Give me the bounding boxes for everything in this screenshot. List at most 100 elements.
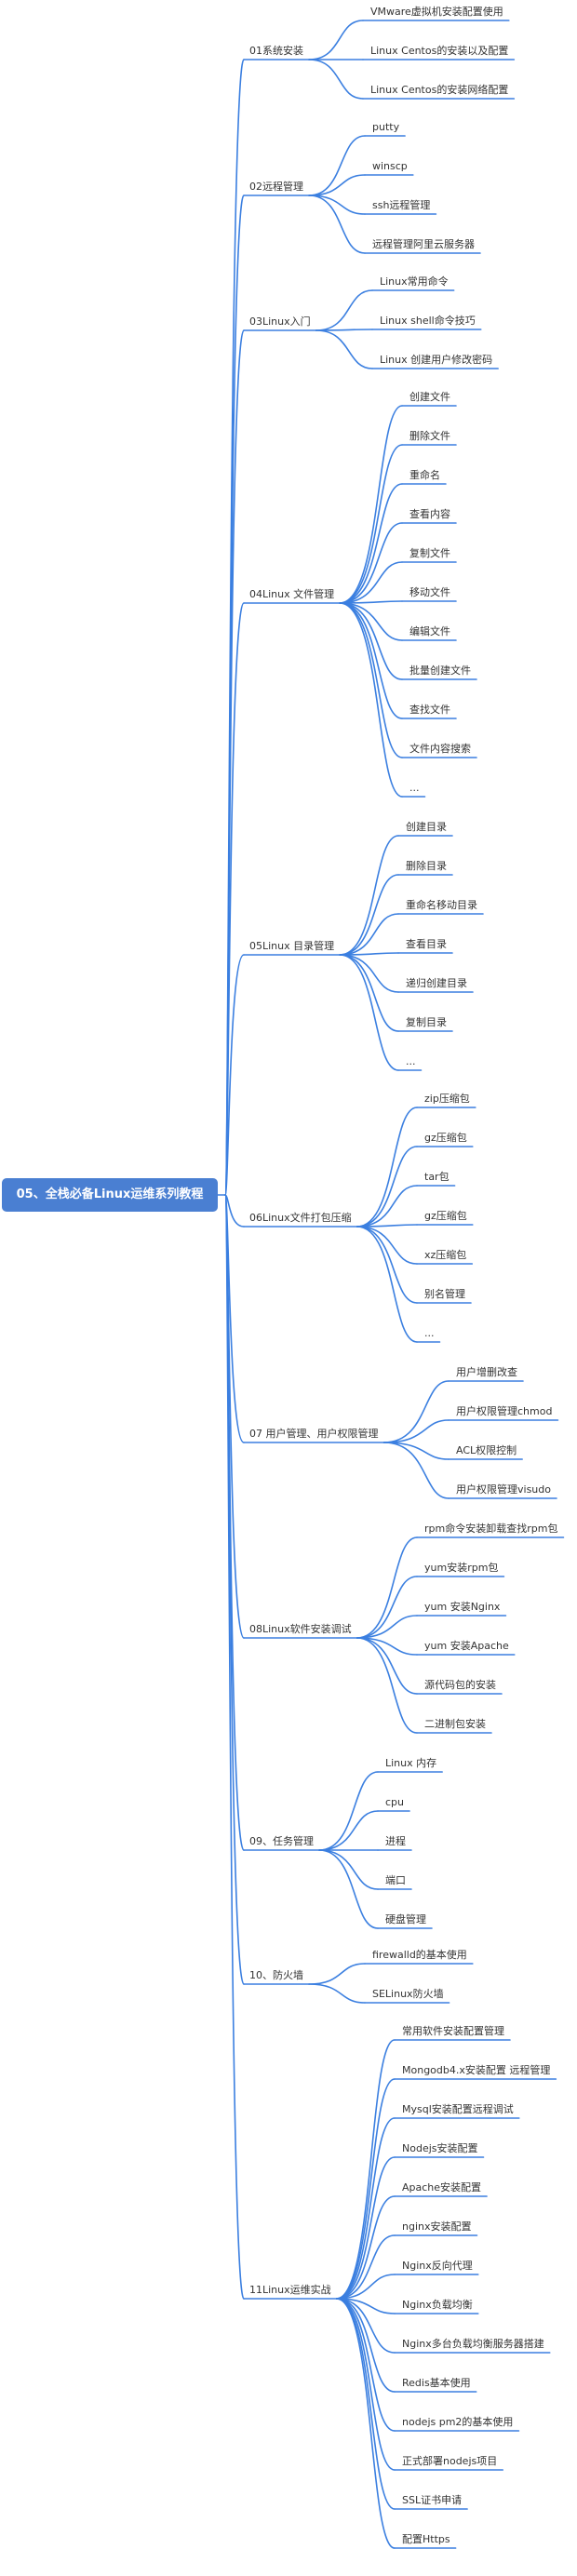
- child-label-8-6[interactable]: 二进制包安装: [424, 1718, 486, 1730]
- branch-label-10[interactable]: 10、防火墙: [249, 1969, 303, 1981]
- child-label-5-6[interactable]: 复制目录: [406, 1016, 447, 1028]
- child-connector-4-11: [339, 602, 403, 798]
- child-label-9-1[interactable]: Linux 内存: [385, 1757, 437, 1769]
- child-label-11-1[interactable]: 常用软件安装配置管理: [402, 2025, 504, 2037]
- child-label-2-1[interactable]: putty: [372, 121, 400, 133]
- child-label-3-1[interactable]: Linux常用命令: [380, 275, 449, 288]
- child-label-6-2[interactable]: gz压缩包: [424, 1132, 467, 1144]
- child-label-6-7[interactable]: ...: [424, 1327, 435, 1339]
- branch-label-5[interactable]: 05Linux 目录管理: [249, 940, 335, 952]
- child-connector-2-4: [308, 195, 366, 254]
- branch-label-3[interactable]: 03Linux入门: [249, 315, 311, 328]
- child-label-11-4[interactable]: Nodejs安装配置: [402, 2142, 478, 2154]
- child-label-4-3[interactable]: 重命名: [409, 469, 440, 481]
- child-label-6-3[interactable]: tar包: [424, 1171, 450, 1183]
- child-label-9-4[interactable]: 端口: [385, 1874, 406, 1886]
- child-connector-1-3: [308, 59, 364, 100]
- child-label-4-11[interactable]: ...: [409, 782, 420, 794]
- branch-label-8[interactable]: 08Linux软件安装调试: [249, 1623, 352, 1635]
- branch-label-1[interactable]: 01系统安装: [249, 45, 303, 57]
- child-label-3-3[interactable]: Linux 创建用户修改密码: [380, 354, 493, 366]
- child-label-11-2[interactable]: Mongodb4.x安装配置 远程管理: [402, 2064, 551, 2076]
- branch-label-7[interactable]: 07 用户管理、用户权限管理: [249, 1428, 379, 1440]
- child-connector-7-1: [382, 1380, 450, 1443]
- child-label-7-1[interactable]: 用户增删改查: [456, 1366, 517, 1378]
- child-label-1-1[interactable]: VMware虚拟机安装配置使用: [370, 6, 503, 18]
- child-label-8-2[interactable]: yum安装rpm包: [424, 1562, 499, 1574]
- child-label-5-4[interactable]: 查看目录: [406, 938, 447, 950]
- child-label-8-3[interactable]: yum 安装Nginx: [424, 1601, 501, 1613]
- child-connector-8-3: [356, 1615, 418, 1639]
- child-connector-6-1: [356, 1107, 418, 1228]
- child-label-3-2[interactable]: Linux shell命令技巧: [380, 315, 476, 327]
- child-label-4-2[interactable]: 删除文件: [409, 430, 450, 442]
- child-label-6-4[interactable]: gz压缩包: [424, 1210, 467, 1222]
- child-label-11-6[interactable]: nginx安装配置: [402, 2220, 472, 2233]
- child-label-11-7[interactable]: Nginx反向代理: [402, 2260, 473, 2272]
- child-label-4-4[interactable]: 查看内容: [409, 508, 450, 520]
- child-connector-11-2: [335, 2078, 396, 2300]
- branch-connector-10: [224, 1194, 245, 1985]
- branch-label-11[interactable]: 11Linux运维实战: [249, 2284, 331, 2296]
- child-label-11-14[interactable]: 配置Https: [402, 2533, 450, 2545]
- branch-label-9[interactable]: 09、任务管理: [249, 1835, 314, 1847]
- child-label-2-2[interactable]: winscp: [372, 160, 408, 172]
- child-label-7-4[interactable]: 用户权限管理visudo: [456, 1483, 551, 1496]
- child-label-7-2[interactable]: 用户权限管理chmod: [456, 1405, 553, 1417]
- root-node-box[interactable]: [2, 1178, 218, 1212]
- child-connector-11-11: [335, 2298, 396, 2432]
- child-label-8-1[interactable]: rpm命令安装卸载查找rpm包: [424, 1523, 558, 1535]
- child-label-6-1[interactable]: zip压缩包: [424, 1093, 470, 1105]
- child-label-9-2[interactable]: cpu: [385, 1796, 405, 1808]
- child-label-4-6[interactable]: 移动文件: [409, 586, 450, 598]
- child-connector-11-10: [335, 2298, 396, 2393]
- child-connector-6-6: [356, 1226, 418, 1304]
- child-label-11-5[interactable]: Apache安装配置: [402, 2181, 482, 2194]
- child-connector-8-5: [356, 1637, 418, 1695]
- child-label-11-3[interactable]: Mysql安装配置远程调试: [402, 2103, 514, 2115]
- child-connector-11-3: [335, 2117, 396, 2300]
- child-label-11-12[interactable]: 正式部署nodejs项目: [402, 2455, 498, 2467]
- branch-label-4[interactable]: 04Linux 文件管理: [249, 588, 335, 600]
- child-label-4-7[interactable]: 编辑文件: [409, 625, 450, 637]
- branch-label-6[interactable]: 06Linux文件打包压缩: [249, 1212, 352, 1224]
- child-label-5-1[interactable]: 创建目录: [406, 821, 447, 833]
- child-label-8-4[interactable]: yum 安装Apache: [424, 1640, 509, 1652]
- child-label-11-13[interactable]: SSL证书申请: [402, 2494, 463, 2506]
- child-connector-11-1: [335, 2039, 396, 2300]
- child-label-8-5[interactable]: 源代码包的安装: [424, 1679, 496, 1691]
- child-label-6-5[interactable]: xz压缩包: [424, 1249, 467, 1261]
- child-label-2-4[interactable]: 远程管理阿里云服务器: [372, 238, 475, 250]
- child-connector-3-1: [315, 289, 373, 331]
- branch-connector-5: [224, 954, 245, 1196]
- branch-label-2[interactable]: 02远程管理: [249, 181, 303, 193]
- child-label-5-2[interactable]: 删除目录: [406, 860, 447, 872]
- child-connector-4-5: [339, 561, 403, 604]
- child-label-11-9[interactable]: Nginx多台负载均衡服务器搭建: [402, 2338, 544, 2350]
- child-connector-4-6: [339, 600, 403, 604]
- child-label-4-10[interactable]: 文件内容搜索: [409, 743, 471, 755]
- child-label-9-5[interactable]: 硬盘管理: [385, 1913, 426, 1925]
- child-label-1-2[interactable]: Linux Centos的安装以及配置: [370, 45, 509, 57]
- child-label-9-3[interactable]: 进程: [385, 1835, 406, 1847]
- child-label-11-11[interactable]: nodejs pm2的基本使用: [402, 2416, 514, 2428]
- child-label-4-5[interactable]: 复制文件: [409, 547, 450, 559]
- child-label-5-3[interactable]: 重命名移动目录: [406, 899, 477, 911]
- child-label-11-10[interactable]: Redis基本使用: [402, 2377, 471, 2389]
- child-label-4-9[interactable]: 查找文件: [409, 704, 450, 716]
- child-label-5-7[interactable]: ...: [406, 1055, 416, 1067]
- child-connector-7-4: [382, 1442, 450, 1499]
- child-label-2-3[interactable]: ssh远程管理: [372, 199, 431, 211]
- child-label-5-5[interactable]: 递归创建目录: [406, 977, 467, 989]
- child-label-10-2[interactable]: SELinux防火墙: [372, 1988, 444, 2000]
- child-label-1-3[interactable]: Linux Centos的安装网络配置: [370, 84, 509, 96]
- child-label-6-6[interactable]: 别名管理: [424, 1288, 465, 1300]
- child-connector-11-12: [335, 2298, 396, 2471]
- child-label-11-8[interactable]: Nginx负载均衡: [402, 2299, 473, 2311]
- branch-connector-6: [224, 1194, 245, 1228]
- child-connector-8-6: [356, 1637, 418, 1734]
- child-label-4-1[interactable]: 创建文件: [409, 391, 450, 403]
- child-label-10-1[interactable]: firewalld的基本使用: [372, 1949, 467, 1961]
- child-label-4-8[interactable]: 批量创建文件: [409, 664, 471, 677]
- child-label-7-3[interactable]: ACL权限控制: [456, 1444, 517, 1456]
